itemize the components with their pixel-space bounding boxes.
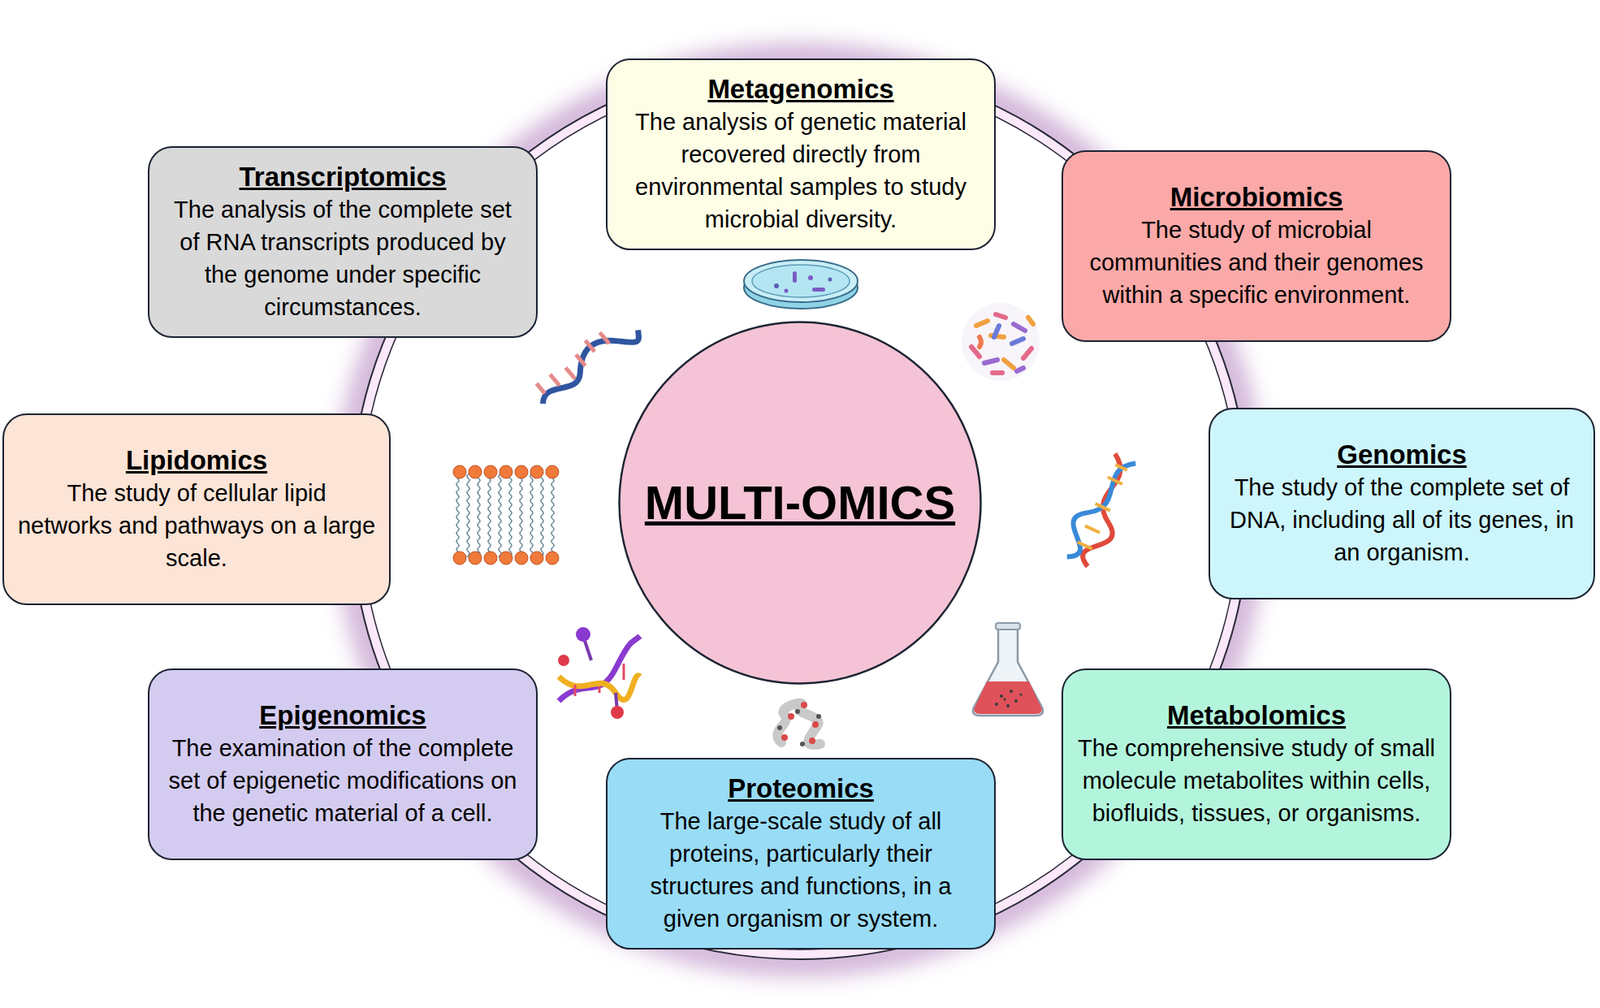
box-heading: Microbiomics [1170,181,1344,214]
microbiomics-box: MicrobiomicsThe study of microbial commu… [1061,150,1452,342]
bacteria-icon [961,302,1040,381]
center-circle: MULTI-OMICS [618,320,982,685]
box-heading: Genomics [1336,438,1467,472]
box-description: The study of the complete set of DNA, in… [1223,471,1581,569]
box-description: The comprehensive study of small molecul… [1076,731,1437,830]
box-description: The study of cellular lipid networks and… [17,476,377,575]
box-description: The large-scale study of all proteins, p… [620,804,982,935]
protein-icon [777,701,822,747]
epigenomics-box: EpigenomicsThe examination of the comple… [147,668,538,861]
dna-helix-icon [1058,449,1144,571]
epigenetic-dna-icon [557,627,640,719]
box-heading: Epigenomics [259,699,426,732]
rna-strand-icon [529,310,644,414]
box-description: The analysis of genetic material recover… [620,105,982,236]
proteomics-box: ProteomicsThe large-scale study of all p… [605,757,996,950]
box-description: The analysis of the complete set of RNA … [162,193,524,324]
lipidomics-box: LipidomicsThe study of cellular lipid ne… [2,413,391,606]
box-description: The study of microbial communities and t… [1076,213,1437,312]
metagenomics-box: MetagenomicsThe analysis of genetic mate… [605,58,996,251]
box-description: The examination of the complete set of e… [162,731,524,830]
center-title: MULTI-OMICS [644,475,956,530]
metabolomics-box: MetabolomicsThe comprehensive study of s… [1061,668,1452,861]
petri-dish-icon [743,259,858,309]
lipid-bilayer-icon [453,465,559,565]
box-heading: Lipidomics [125,444,268,477]
circle-shape [619,322,982,684]
box-heading: Transcriptomics [239,160,447,194]
genomics-box: GenomicsThe study of the complete set of… [1208,407,1596,600]
box-heading: Metagenomics [707,73,894,106]
transcriptomics-box: TranscriptomicsThe analysis of the compl… [147,146,538,338]
box-heading: Metabolomics [1167,699,1346,732]
flask-icon [972,622,1043,716]
box-heading: Proteomics [727,772,874,805]
